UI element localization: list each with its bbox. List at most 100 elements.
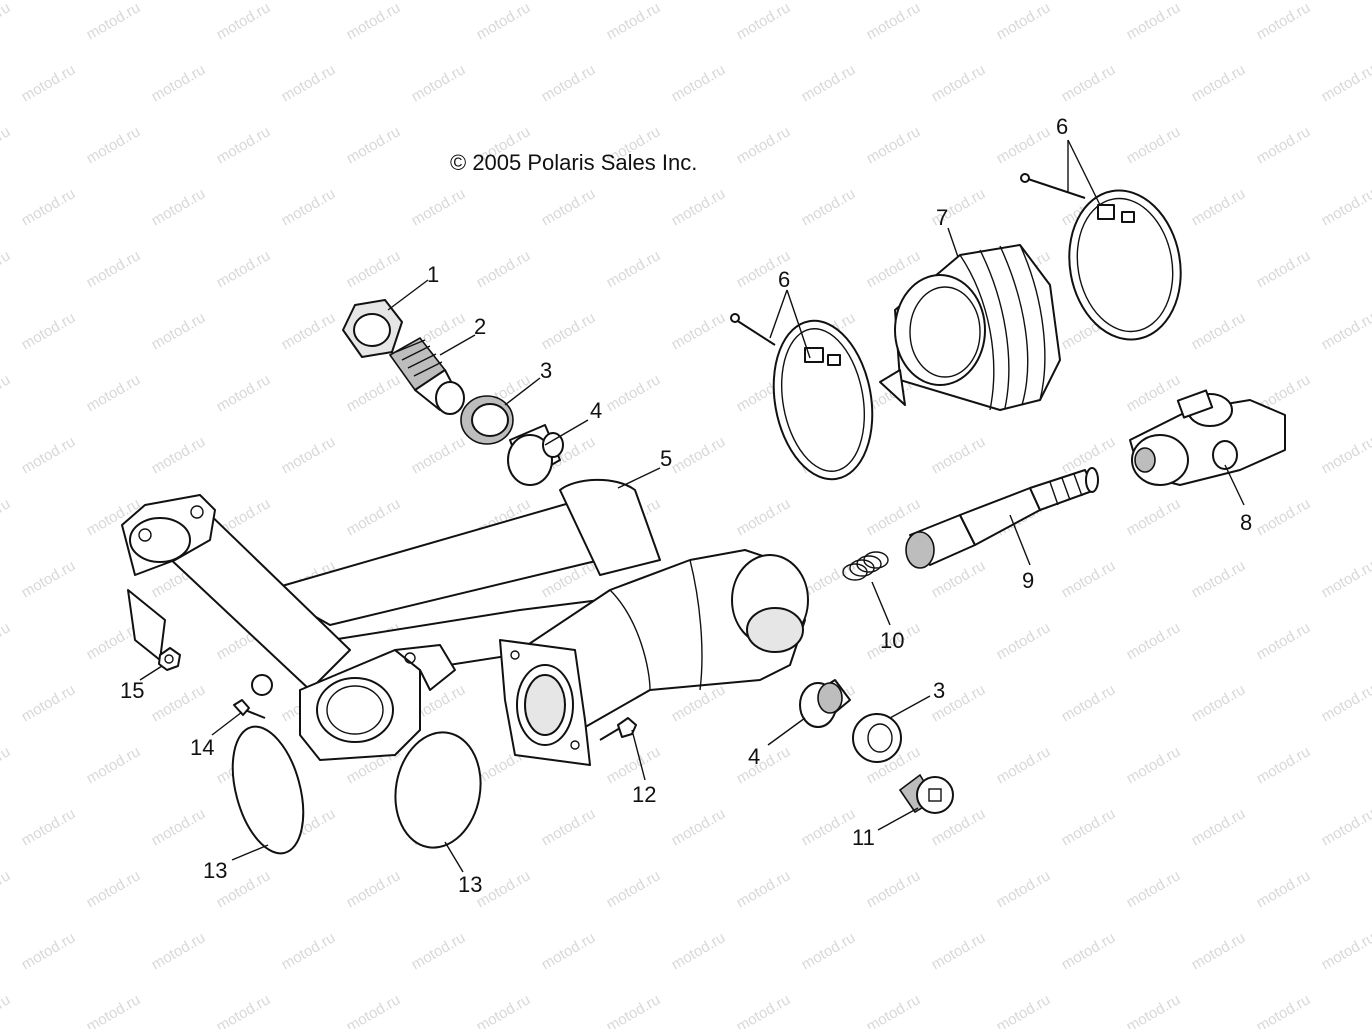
watermark-text: motod.ru	[799, 185, 859, 229]
watermark-text: motod.ru	[344, 0, 404, 43]
watermark-text: motod.ru	[929, 557, 989, 601]
watermark-text: motod.ru	[1124, 743, 1184, 787]
watermark-text: motod.ru	[409, 433, 469, 477]
watermark-text: motod.ru	[1189, 805, 1249, 849]
watermark-text: motod.ru	[539, 185, 599, 229]
watermark-text: motod.ru	[734, 123, 794, 167]
watermark-text: motod.ru	[19, 309, 79, 353]
watermark-text: motod.ru	[1254, 991, 1314, 1029]
watermark-text: motod.ru	[864, 867, 924, 911]
watermark-text: motod.ru	[669, 309, 729, 353]
watermark-text: motod.ru	[1059, 805, 1119, 849]
watermark-text: motod.ru	[1319, 433, 1372, 477]
watermark-text: motod.ru	[149, 681, 209, 725]
callout-4-lower: 4	[748, 744, 760, 769]
watermark-text: motod.ru	[214, 0, 274, 43]
watermark-text: motod.ru	[604, 743, 664, 787]
watermark-text: motod.ru	[669, 61, 729, 105]
watermark-text: motod.ru	[19, 185, 79, 229]
watermark-text: motod.ru	[539, 805, 599, 849]
watermark-text: motod.ru	[149, 805, 209, 849]
bearing-upper	[508, 425, 563, 485]
callout-3: 3	[540, 358, 552, 383]
watermark-text: motod.ru	[604, 371, 664, 415]
watermark-text: motod.ru	[19, 929, 79, 973]
watermark-text: motod.ru	[279, 185, 339, 229]
watermark-text: motod.ru	[344, 123, 404, 167]
callout-14: 14	[190, 735, 214, 760]
watermark-text: motod.ru	[1319, 929, 1372, 973]
watermark-text: motod.ru	[474, 0, 534, 43]
watermark-text: motod.ru	[1319, 681, 1372, 725]
watermark-text: motod.ru	[799, 929, 859, 973]
watermark-text: motod.ru	[149, 433, 209, 477]
watermark-text: motod.ru	[1254, 867, 1314, 911]
watermark-text: motod.ru	[1319, 805, 1372, 849]
watermark-text: motod.ru	[1124, 619, 1184, 663]
watermark-text: motod.ru	[604, 867, 664, 911]
watermark-text: motod.ru	[734, 743, 794, 787]
watermark-text: motod.ru	[1124, 371, 1184, 415]
watermark-text: motod.ru	[1254, 123, 1314, 167]
watermark-text: motod.ru	[344, 991, 404, 1029]
watermark-text: motod.ru	[669, 185, 729, 229]
watermark-text: motod.ru	[1189, 185, 1249, 229]
watermark-text: motod.ru	[84, 371, 144, 415]
seal-lower	[853, 714, 901, 762]
watermark-text: motod.ru	[994, 123, 1054, 167]
watermark-text: motod.ru	[539, 929, 599, 973]
callout-13-right: 13	[458, 872, 482, 897]
watermark-text: motod.ru	[0, 247, 13, 291]
callout-9: 9	[1022, 568, 1034, 593]
watermark-text: motod.ru	[474, 991, 534, 1029]
watermark-text: motod.ru	[0, 371, 13, 415]
watermark-text: motod.ru	[604, 991, 664, 1029]
watermark-text: motod.ru	[214, 123, 274, 167]
watermark-text: motod.ru	[1124, 123, 1184, 167]
watermark-text: motod.ru	[84, 867, 144, 911]
callout-7: 7	[936, 205, 948, 230]
watermark-text: motod.ru	[1319, 309, 1372, 353]
watermark-text: motod.ru	[799, 61, 859, 105]
watermark-text: motod.ru	[149, 61, 209, 105]
callout-2: 2	[474, 314, 486, 339]
watermark-text: motod.ru	[84, 123, 144, 167]
watermark-text: motod.ru	[539, 61, 599, 105]
callout-4: 4	[590, 398, 602, 423]
drive-shaft	[906, 468, 1098, 568]
callout-6-right: 6	[1056, 114, 1068, 139]
watermark-text: motod.ru	[994, 991, 1054, 1029]
callout-15: 15	[120, 678, 144, 703]
watermark-text: motod.ru	[1124, 0, 1184, 43]
watermark-text: motod.ru	[929, 929, 989, 973]
callout-11: 11	[852, 825, 875, 850]
watermark-text: motod.ru	[1254, 495, 1314, 539]
watermark-text: motod.ru	[84, 247, 144, 291]
watermark-text: motod.ru	[149, 929, 209, 973]
watermark-text: motod.ru	[84, 991, 144, 1029]
seal-upper	[461, 396, 513, 444]
watermark-text: motod.ru	[0, 743, 13, 787]
watermark-text: motod.ru	[474, 247, 534, 291]
watermark-text: motod.ru	[19, 805, 79, 849]
watermark-text: motod.ru	[669, 929, 729, 973]
callout-13-left: 13	[203, 858, 227, 883]
watermark-text: motod.ru	[344, 371, 404, 415]
watermark-text: motod.ru	[409, 185, 469, 229]
watermark-text: motod.ru	[84, 743, 144, 787]
watermark-text: motod.ru	[1124, 867, 1184, 911]
watermark-text: motod.ru	[1059, 557, 1119, 601]
watermark-text: motod.ru	[669, 805, 729, 849]
callout-3-lower: 3	[933, 678, 945, 703]
callout-12: 12	[632, 782, 656, 807]
watermark-text: motod.ru	[19, 681, 79, 725]
watermark-text: motod.ru	[279, 309, 339, 353]
callout-10: 10	[880, 628, 904, 653]
watermark-text: motod.ru	[864, 0, 924, 43]
watermark-text: motod.ru	[1254, 247, 1314, 291]
watermark-text: motod.ru	[929, 433, 989, 477]
watermark-text: motod.ru	[1059, 681, 1119, 725]
watermark-text: motod.ru	[1254, 0, 1314, 43]
watermark-text: motod.ru	[734, 991, 794, 1029]
watermark-text: motod.ru	[1319, 61, 1372, 105]
